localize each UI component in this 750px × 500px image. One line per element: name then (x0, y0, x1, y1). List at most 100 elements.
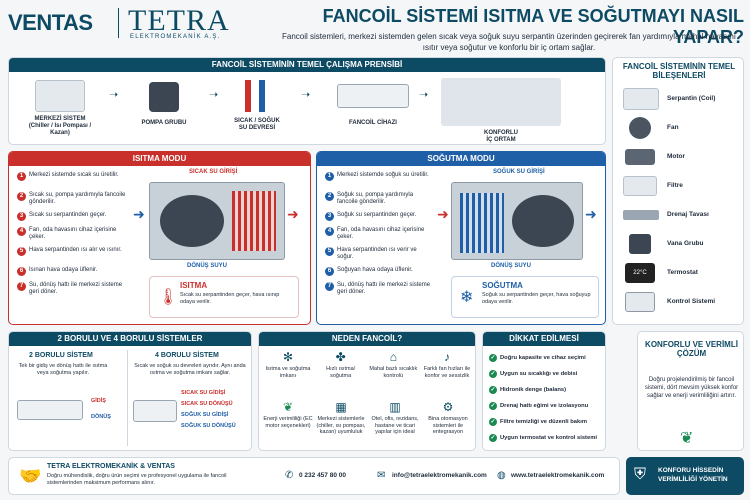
building-icon: ▥ (389, 400, 401, 414)
cool-air-arrow-icon: ➜ (585, 206, 597, 222)
why-item: Isıtma ve soğutma imkanı (265, 366, 311, 379)
cooling-return-label: DÖNÜŞ SUYU (491, 263, 532, 269)
why-item: Hızlı ısıtma/ soğutma (326, 366, 356, 379)
two-pipe-title: 2 BORULU SİSTEM (29, 352, 93, 359)
components-panel: FANCOİL SİSTEMİNİN TEMEL BİLEŞENLERİ Ser… (612, 57, 744, 325)
cooling-step: Merkezi sistemde soğuk su üretilir. (337, 172, 429, 178)
attention-item: Uygun su sıcaklığı ve debisi (500, 371, 578, 377)
cooling-step: Su, dönüş hattı ile merkezi sisteme geri… (337, 282, 431, 295)
drain-pan-icon (623, 210, 659, 220)
footer: 🤝 TETRA ELEKTROMEKANİK & VENTAS Doğru mü… (8, 457, 620, 495)
check-icon: ✓ (489, 370, 497, 378)
two-pipe-unit-icon (17, 400, 83, 420)
heating-step: Sıcak su serpantinden geçer. (29, 212, 107, 218)
shield-check-icon: ⛨ (634, 466, 647, 483)
cooling-box-title: SOĞUTMA (482, 281, 523, 290)
principle-item-central: MERKEZİ SİSTEM (Chiller / Isı Pompası / … (28, 116, 92, 136)
heating-step: Su, dönüş hattı ile merkezi sisteme geri… (29, 282, 123, 295)
coil-icon (623, 88, 659, 110)
footer-web[interactable]: www.tetraelektromekanik.com (511, 472, 605, 479)
filter-icon (623, 176, 657, 196)
central-system-icon (35, 80, 85, 112)
cooling-fancoil-illustration (451, 182, 583, 260)
check-icon: ✓ (489, 418, 497, 426)
hot-water-inlet-label: SICAK SU GİRİŞİ (189, 169, 238, 175)
principle-item-fancoil: FANCOİL CİHAZI (349, 120, 397, 126)
attention-item: Uygun termostat ve kontrol sistemi (500, 435, 597, 441)
components-title: FANCOİL SİSTEMİNİN TEMEL BİLEŞENLERİ (622, 62, 736, 80)
cold-pipe-icon (259, 80, 265, 112)
speaker-icon: ♪ (443, 350, 450, 364)
why-item: Bina otomasyon sistemleri ile entegrasyo… (428, 416, 468, 435)
attention-item: Drenaj hattı eğimi ve izolasyonu (500, 403, 589, 409)
four-pipe-label: SICAK SU DÖNÜŞÜ (181, 401, 233, 407)
footer-company: TETRA ELEKTROMEKANİK & VENTAS (47, 463, 175, 470)
principle-item-pump: POMPA GRUBU (141, 120, 187, 126)
four-pipe-text: Sıcak ve soğuk su devreleri ayrıdır. Ayn… (134, 363, 246, 376)
heating-return-label: DÖNÜŞ SUYU (187, 263, 228, 269)
why-item: Mahal bazlı sıcaklık kontrolü (369, 366, 418, 379)
comfort-panel: KONFORLU VE VERİMLİ ÇÖZÜM Doğru projelen… (637, 331, 744, 451)
fan-icon (160, 195, 224, 247)
heating-step: Sıcak su, pompa yardımıyla fancoile gönd… (29, 192, 126, 205)
component-label: Vana Grubu (667, 240, 704, 247)
leaf-icon: ❦ (680, 430, 694, 447)
why-title: NEDEN FANCOİL? (259, 332, 475, 346)
motor-icon (625, 149, 655, 165)
heating-box-text: Sıcak su serpantinden geçer, hava ısınıp… (180, 292, 280, 305)
arrow-right-icon: ➝ (419, 89, 429, 101)
comfort-text: Doğru projelendirilmiş bir fancoil siste… (644, 377, 739, 399)
attention-item: Filtre temizliği ve düzenli bakım (500, 419, 587, 425)
cooling-step: Hava serpantinden ısı verir ve soğur. (337, 247, 417, 260)
check-icon: ✓ (489, 402, 497, 410)
arrow-right-icon: ➝ (209, 89, 219, 101)
page-title: FANCOİL SİSTEMİ ISITMA VE SOĞUTMAYI NASI… (322, 6, 744, 47)
footer-text: Doğru mühendislik, doğru ürün seçimi ve … (47, 473, 227, 486)
pipes-title: 2 BORULU VE 4 BORULU SİSTEMLER (9, 332, 251, 346)
attention-item: Hidronik denge (balans) (500, 387, 567, 393)
four-pipe-label: SOĞUK SU GİDİŞİ (181, 412, 229, 418)
cooling-coil-icon (460, 193, 504, 253)
pump-icon (149, 82, 179, 112)
snowflake-icon: ❄ (460, 289, 474, 306)
warm-air-arrow-icon: ➜ (287, 206, 299, 222)
two-pipe-text: Tek bir gidiş ve dönüş hattı ile ısıtma … (18, 363, 108, 376)
logo-divider (118, 8, 119, 38)
heat-cool-icon: ✻ (282, 350, 294, 364)
cooling-info-box: ❄ SOĞUTMA Soğuk su serpantinden geçer, h… (451, 276, 599, 318)
arrow-right-icon: ➝ (109, 89, 119, 101)
why-grid: ✻ Isıtma ve soğutma imkanı ✤ Hızlı ısıtma/… (263, 350, 473, 450)
component-label: Filtre (667, 182, 683, 189)
fan-icon (629, 117, 651, 139)
footer-email[interactable]: info@tetraelektromekanik.com (392, 472, 487, 479)
footer-badge: ⛨ KONFORU HİSSEDİN VERİMLİLİĞİ YÖNETİN (626, 457, 744, 495)
living-room-icon (441, 78, 561, 126)
principle-panel: FANCOİL SİSTEMİNİN TEMEL ÇALIŞMA PRENSİB… (8, 57, 606, 145)
heating-step: Isınan hava odaya üflenir. (29, 267, 98, 273)
principle-item-circuit: SICAK / SOĞUK SU DEVRESİ (234, 118, 280, 131)
fan-icon (512, 195, 574, 247)
two-pipe-return-label: DÖNÜŞ (91, 414, 111, 420)
footer-phone[interactable]: 0 232 457 80 00 (299, 472, 346, 479)
component-label: Serpantin (Coil) (667, 95, 716, 102)
heating-step: Hava serpantinden ısı alır ve ısınır. (29, 247, 122, 253)
hot-pipe-icon (245, 80, 251, 112)
attention-panel: DİKKAT EDİLMESİ GEREKENLER ✓Doğru kapasi… (482, 331, 606, 451)
thermometer-icon: 🌡 (158, 289, 179, 306)
check-icon: ✓ (489, 434, 497, 442)
heating-box-title: ISITMA (180, 281, 208, 290)
tetra-logo-subtitle: ELEKTROMEKANİK A.Ş. (130, 34, 221, 40)
globe-icon: ◍ (497, 470, 506, 481)
heating-step: Fan, oda havasını cihaz içerisine çeker. (29, 227, 117, 240)
component-label: Motor (667, 153, 686, 160)
central-system-icon: ▦ (335, 400, 347, 414)
pipes-divider (127, 350, 128, 446)
heating-coil-icon (232, 191, 276, 251)
why-item: Merkezi sistemlerle (chiller, ısı pompas… (316, 416, 366, 435)
principle-title: FANCOİL SİSTEMİNİN TEMEL ÇALIŞMA PRENSİB… (9, 58, 605, 72)
arrow-right-icon: ➝ (301, 89, 311, 101)
heating-title: ISITMA MODU (9, 152, 310, 166)
fan-icon: ✤ (335, 350, 346, 364)
